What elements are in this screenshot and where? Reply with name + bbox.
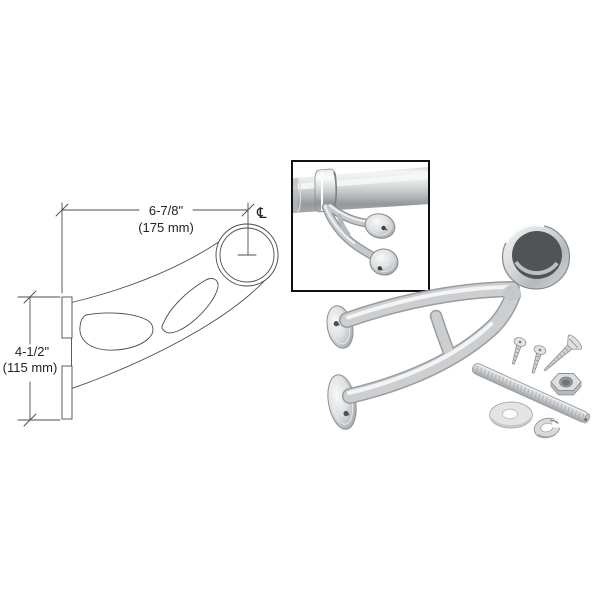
flat-washer: [489, 401, 533, 429]
height-dimension: [17, 290, 61, 427]
drawing-lower-foot: [61, 365, 73, 420]
pan-screw-1: [511, 337, 527, 365]
bracket-arms: [339, 281, 521, 404]
width-dimension-inches: 6-7/8": [149, 203, 184, 218]
height-dimension-inches: 4-1/2": [15, 344, 50, 359]
inset-border: [291, 160, 430, 292]
hex-nut: [550, 373, 582, 396]
centerline-symbol: ℄: [256, 204, 267, 222]
bracket-ring: [501, 223, 571, 290]
width-dimension: [55, 202, 257, 294]
drawing-upper-foot: [61, 296, 73, 339]
main-photo: [326, 223, 591, 439]
ring-hole: [512, 231, 562, 279]
inset-photo: [291, 160, 430, 292]
flat-head-screw: [543, 334, 583, 372]
drawing-slot-right: [161, 278, 219, 334]
lock-washer: [533, 417, 562, 439]
height-dimension-mm: (115 mm): [3, 360, 58, 375]
width-dimension-mm: (175 mm): [138, 220, 194, 235]
drawing-slot-left: [79, 312, 154, 351]
inset-foot-upper: [364, 213, 396, 239]
inset-foot-lower: [369, 248, 399, 276]
inset-bracket-arms: [321, 202, 381, 263]
threaded-rod: [471, 363, 591, 424]
technical-drawing: 6-7/8" (175 mm) ℄ 4-1/2" (115 mm): [3, 202, 279, 427]
pan-screw-2: [531, 345, 547, 374]
